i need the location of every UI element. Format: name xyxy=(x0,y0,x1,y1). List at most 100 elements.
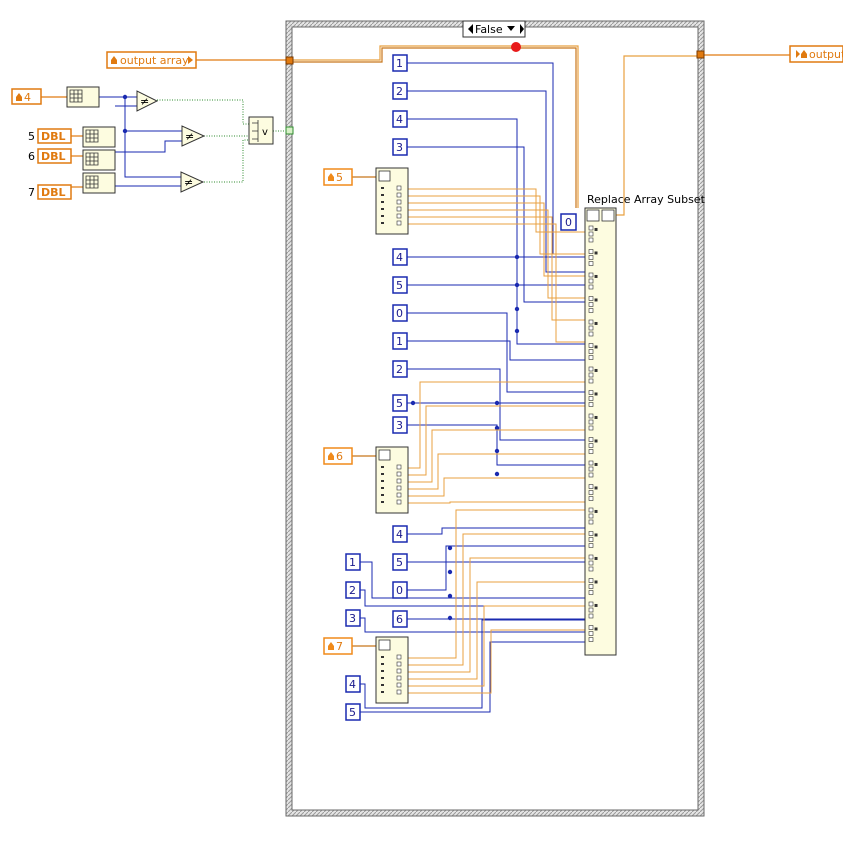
inner-control-label: 6 xyxy=(336,450,343,463)
numeric-constant-value: 5 xyxy=(396,397,403,410)
numeric-constant[interactable]: 3 xyxy=(392,416,408,434)
array-size-node[interactable] xyxy=(66,86,100,108)
numeric-constant-value: 2 xyxy=(396,363,403,376)
numeric-constant-value: 4 xyxy=(396,528,403,541)
numeric-constant[interactable]: 5 xyxy=(392,394,408,412)
compare-input-7[interactable]: 7 DBL xyxy=(28,184,72,200)
case-selector[interactable]: False xyxy=(462,20,526,38)
numeric-constant-value: 5 xyxy=(396,556,403,569)
case-selector-value: False xyxy=(475,23,503,36)
index-array-node[interactable] xyxy=(375,167,409,235)
output-array-control[interactable]: output array xyxy=(106,51,197,69)
numeric-constant-value: 2 xyxy=(396,85,403,98)
numeric-constant[interactable]: 4 xyxy=(392,110,408,128)
not-equal-node[interactable]: ≠ xyxy=(181,125,206,147)
numeric-constant[interactable]: 2 xyxy=(345,581,361,599)
numeric-constant-value: 3 xyxy=(396,419,403,432)
inner-control-label: 7 xyxy=(336,640,343,653)
numeric-constant-value: 2 xyxy=(349,584,356,597)
numeric-constant-value: 1 xyxy=(396,335,403,348)
compound-or-node[interactable]: v xyxy=(248,116,274,145)
svg-text:▪: ▪ xyxy=(594,602,598,609)
replace-array-subset-label: Replace Array Subset xyxy=(587,193,706,206)
compare-input-5[interactable]: 5 DBL xyxy=(28,128,72,144)
inner-array-control[interactable]: 5 xyxy=(323,168,353,186)
compare-input-6[interactable]: 6 DBL xyxy=(28,148,72,164)
numeric-constant[interactable]: 1 xyxy=(392,332,408,350)
array-size-node[interactable] xyxy=(82,172,116,194)
numeric-constant[interactable]: 6 xyxy=(392,610,408,628)
svg-text:output: output xyxy=(809,48,843,61)
selector-tunnel xyxy=(285,126,294,135)
svg-text:▪: ▪ xyxy=(594,344,598,351)
svg-text:▪: ▪ xyxy=(594,391,598,398)
numeric-constant[interactable]: 1 xyxy=(392,54,408,72)
breakpoint-icon[interactable] xyxy=(511,42,521,52)
svg-text:0: 0 xyxy=(565,216,572,229)
svg-text:▪: ▪ xyxy=(594,579,598,586)
svg-text:≠: ≠ xyxy=(185,130,194,143)
svg-text:▪: ▪ xyxy=(594,320,598,327)
increment-arrow-icon[interactable] xyxy=(520,24,524,34)
numeric-constant-value: 1 xyxy=(396,57,403,70)
svg-text:▪: ▪ xyxy=(594,626,598,633)
home-icon xyxy=(111,56,117,64)
output-array-indicator[interactable]: output xyxy=(789,45,843,63)
type-badge: DBL xyxy=(41,150,66,163)
svg-text:▪: ▪ xyxy=(594,367,598,374)
numeric-constant[interactable]: 1 xyxy=(345,553,361,571)
svg-text:▪: ▪ xyxy=(594,555,598,562)
svg-text:≠: ≠ xyxy=(140,95,149,108)
numeric-constant[interactable]: 4 xyxy=(392,525,408,543)
numeric-constant[interactable]: 5 xyxy=(345,703,361,721)
svg-text:output array: output array xyxy=(120,54,189,67)
numeric-constant[interactable]: 2 xyxy=(392,82,408,100)
numeric-constant[interactable]: 4 xyxy=(392,248,408,266)
numeric-constant[interactable]: 0 xyxy=(392,581,408,599)
svg-text:v: v xyxy=(262,127,268,138)
svg-text:▪: ▪ xyxy=(594,226,598,233)
home-icon xyxy=(16,93,22,101)
numeric-constant[interactable]: 5 xyxy=(392,276,408,294)
numeric-constant[interactable]: 3 xyxy=(392,138,408,156)
compare-input-label: 4 xyxy=(24,91,31,104)
home-icon xyxy=(801,50,807,58)
not-equal-node[interactable]: ≠ xyxy=(180,171,205,193)
compare-input-4[interactable]: 4 xyxy=(11,88,42,105)
inner-array-control[interactable]: 7 xyxy=(323,637,353,655)
type-badge: DBL xyxy=(41,130,66,143)
case-structure[interactable] xyxy=(285,20,705,817)
numeric-constant-value: 0 xyxy=(396,307,403,320)
compare-input-label: 6 xyxy=(28,150,35,163)
svg-text:▪: ▪ xyxy=(594,297,598,304)
svg-text:▪: ▪ xyxy=(594,438,598,445)
inner-wires xyxy=(352,62,589,713)
replace-array-subset-node[interactable]: Replace Array Subset ▪▪▪▪▪▪▪▪▪▪▪▪▪▪▪▪▪▪ xyxy=(584,193,706,656)
inner-array-control[interactable]: 6 xyxy=(323,447,353,465)
numeric-constant[interactable]: 3 xyxy=(345,609,361,627)
inner-control-label: 5 xyxy=(336,171,343,184)
input-tunnel xyxy=(285,56,294,65)
numeric-constant[interactable]: 2 xyxy=(392,360,408,378)
dropdown-arrow-icon[interactable] xyxy=(507,26,515,31)
numeric-constant[interactable]: 5 xyxy=(392,553,408,571)
index-constant[interactable]: 0 xyxy=(560,213,577,231)
svg-text:▪: ▪ xyxy=(594,508,598,515)
svg-text:≠: ≠ xyxy=(184,176,193,189)
not-equal-node[interactable]: ≠ xyxy=(136,90,159,112)
home-icon xyxy=(328,452,334,460)
decrement-arrow-icon[interactable] xyxy=(468,24,473,34)
numeric-constant-value: 5 xyxy=(396,279,403,292)
numeric-constant-value: 5 xyxy=(349,706,356,719)
numeric-constant[interactable]: 0 xyxy=(392,304,408,322)
array-size-node[interactable] xyxy=(82,149,116,171)
array-size-node[interactable] xyxy=(82,126,116,148)
index-array-node[interactable] xyxy=(375,636,409,704)
svg-text:▪: ▪ xyxy=(594,485,598,492)
type-badge: DBL xyxy=(41,186,66,199)
index-array-node[interactable] xyxy=(375,446,409,514)
numeric-constant[interactable]: 4 xyxy=(345,675,361,693)
numeric-constant-value: 4 xyxy=(349,678,356,691)
svg-text:▪: ▪ xyxy=(594,461,598,468)
